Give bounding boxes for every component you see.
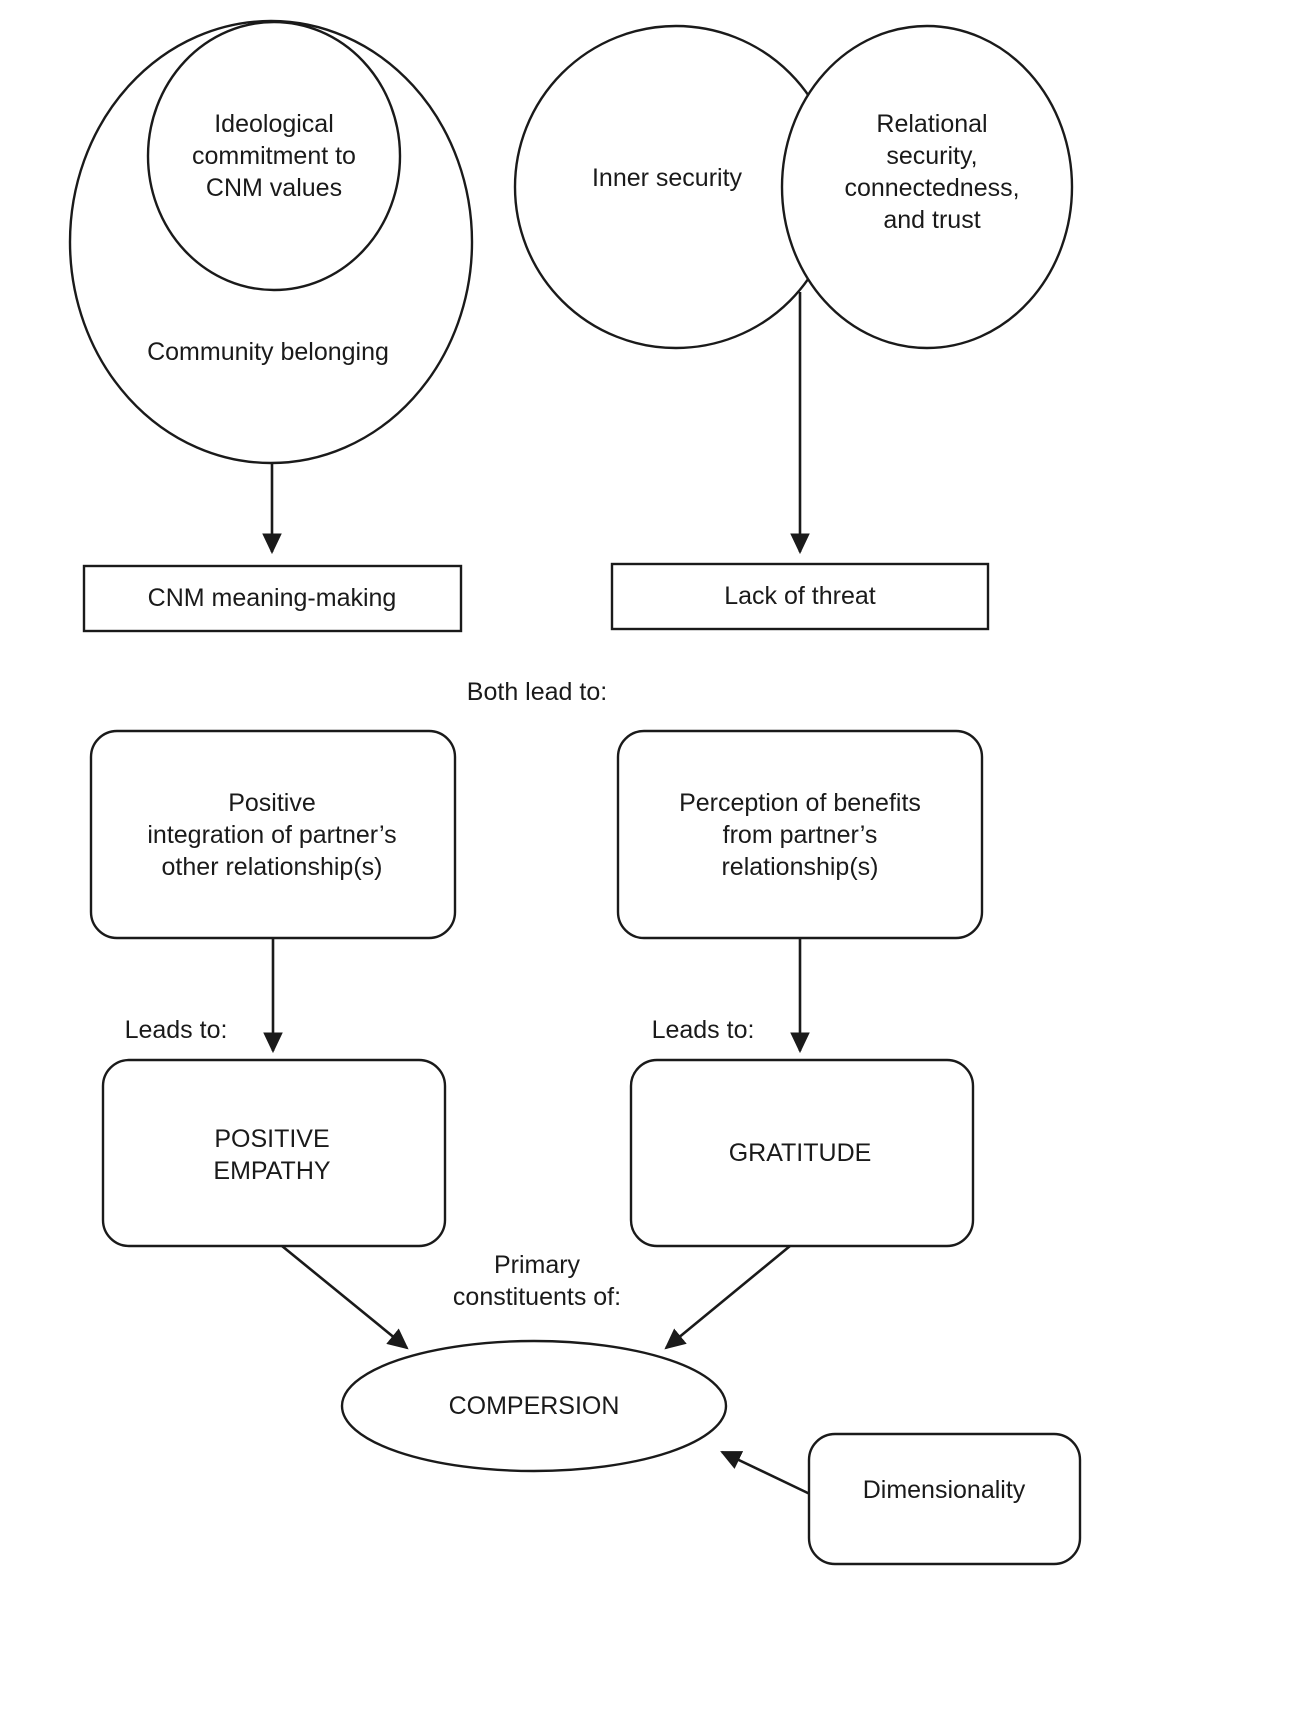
node-perception-of-benefits[interactable] bbox=[616, 729, 984, 940]
edge-dimensionality-to-compersion bbox=[720, 1450, 813, 1497]
edge-label-leads-to-right: Leads to: bbox=[651, 1016, 755, 1044]
node-positive-integration[interactable] bbox=[89, 729, 457, 940]
node-dimensionality[interactable] bbox=[807, 1432, 1082, 1566]
edge-gratitude-to-compersion bbox=[664, 1244, 791, 1350]
node-gratitude[interactable] bbox=[629, 1058, 975, 1248]
node-relational-security[interactable] bbox=[780, 24, 1074, 350]
edge-label-both-lead-to: Both lead to: bbox=[466, 678, 608, 706]
node-lack-of-threat[interactable] bbox=[610, 562, 990, 631]
edge-empathy-to-compersion bbox=[281, 1244, 409, 1350]
edge-label-primary-constituents-of: Primary constituents of: bbox=[452, 1251, 622, 1311]
node-cnm-meaning-making[interactable] bbox=[82, 564, 463, 633]
edge-label-leads-to-left: Leads to: bbox=[124, 1016, 228, 1044]
node-compersion[interactable] bbox=[340, 1339, 728, 1473]
node-positive-empathy[interactable] bbox=[101, 1058, 447, 1248]
node-ideological-commitment[interactable] bbox=[146, 20, 402, 292]
